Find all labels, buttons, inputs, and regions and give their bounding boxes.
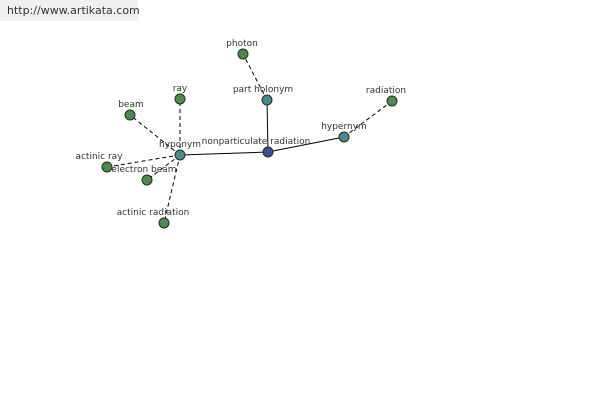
- node-nonparticulate-radiation[interactable]: [262, 146, 274, 158]
- url-bar: http://www.artikata.com: [0, 0, 140, 21]
- label-actinic-ray[interactable]: actinic ray: [75, 152, 123, 162]
- edge-part-holonym-photon: [242, 53, 268, 101]
- node-ray[interactable]: [174, 93, 186, 105]
- label-photon[interactable]: photon: [226, 39, 258, 49]
- edge-center-hyponym: [179, 151, 269, 156]
- edge-center-hypernym: [267, 136, 345, 153]
- label-hypernym[interactable]: hypernym: [321, 122, 367, 132]
- edge-hypernym-radiation: [343, 100, 393, 138]
- label-actinic-radiation[interactable]: actinic radiation: [117, 208, 190, 218]
- edge-hyponym-actinic-radiation: [163, 154, 181, 224]
- node-part-holonym[interactable]: [261, 94, 273, 106]
- node-hyponym[interactable]: [174, 149, 186, 161]
- node-electron-beam[interactable]: [141, 174, 153, 186]
- node-actinic-radiation[interactable]: [158, 217, 170, 229]
- label-beam[interactable]: beam: [118, 100, 144, 110]
- label-hyponym[interactable]: hyponym: [159, 140, 201, 150]
- label-electron-beam[interactable]: electron beam: [111, 165, 176, 175]
- node-radiation[interactable]: [386, 95, 398, 107]
- node-actinic-ray[interactable]: [101, 161, 113, 173]
- node-beam[interactable]: [124, 109, 136, 121]
- label-nonparticulate-radiation[interactable]: nonparticulate radiation: [202, 137, 311, 147]
- node-hypernym[interactable]: [338, 131, 350, 143]
- edge-hyponym-actinic-ray: [106, 154, 181, 168]
- site-url[interactable]: http://www.artikata.com: [7, 4, 140, 17]
- node-photon[interactable]: [237, 48, 249, 60]
- label-radiation[interactable]: radiation: [366, 86, 406, 96]
- edge-center-part-holonym: [266, 99, 269, 153]
- edge-hyponym-beam: [129, 114, 181, 156]
- label-part-holonym[interactable]: part holonym: [233, 85, 293, 95]
- label-ray[interactable]: ray: [173, 84, 188, 94]
